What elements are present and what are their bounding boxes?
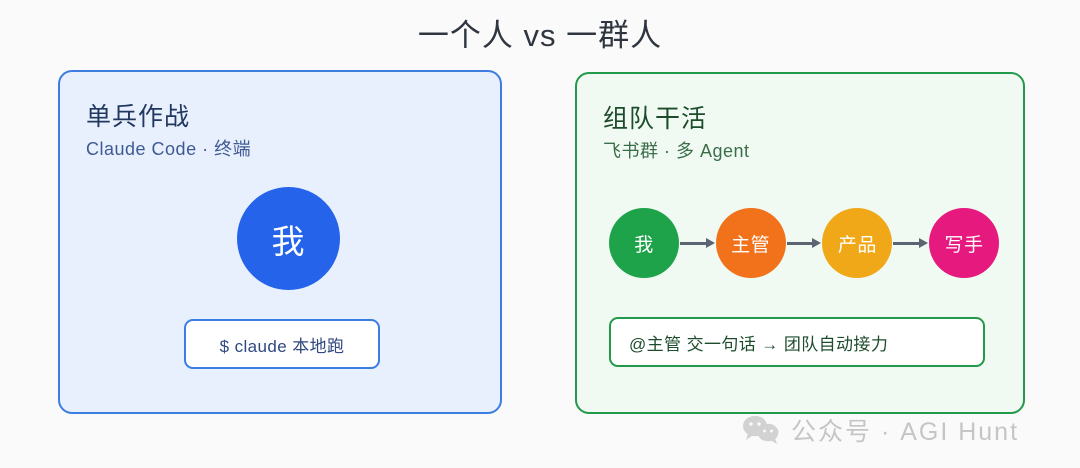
- team-panel: 组队干活 飞书群 · 多 Agent 我 主管 产品 写手 @主管 交一句话 →…: [575, 72, 1025, 414]
- solo-panel-subtitle: Claude Code · 终端: [86, 139, 252, 159]
- wechat-icon: [743, 415, 779, 444]
- arrow-shaft: [786, 242, 815, 245]
- solo-command-box: $ claude 本地跑: [184, 319, 380, 369]
- solo-panel: 单兵作战 Claude Code · 终端 我 $ claude 本地跑: [58, 70, 502, 414]
- chain-node-me: 我: [609, 208, 679, 278]
- page-title: 一个人 vs 一群人: [417, 18, 663, 53]
- team-panel-subtitle: 飞书群 · 多 Agent: [603, 141, 750, 161]
- chain-node-product: 产品: [822, 208, 893, 278]
- chain-arrow-3: [893, 238, 929, 248]
- arrow-head-icon: [919, 238, 929, 248]
- chain-arrow-2: [786, 238, 822, 248]
- solo-panel-title: 单兵作战: [86, 103, 191, 131]
- chain-arrow-1: [680, 238, 715, 248]
- watermark-text: 公众号 · AGI Hunt: [791, 418, 1020, 446]
- team-message-box: @主管 交一句话 → 团队自动接力: [609, 317, 985, 367]
- team-panel-title: 组队干活: [603, 105, 708, 133]
- watermark: 公众号 · AGI Hunt: [742, 412, 1019, 448]
- arrow-head-icon: [812, 238, 822, 248]
- chain-node-manager: 主管: [715, 208, 786, 278]
- team-agent-chain: 我 主管 产品 写手: [609, 203, 1000, 283]
- arrow-head-icon: [705, 238, 715, 248]
- arrow-shaft: [680, 242, 708, 245]
- chain-node-writer: 写手: [929, 208, 1000, 278]
- solo-avatar: 我: [237, 187, 340, 290]
- arrow-shaft: [893, 242, 922, 245]
